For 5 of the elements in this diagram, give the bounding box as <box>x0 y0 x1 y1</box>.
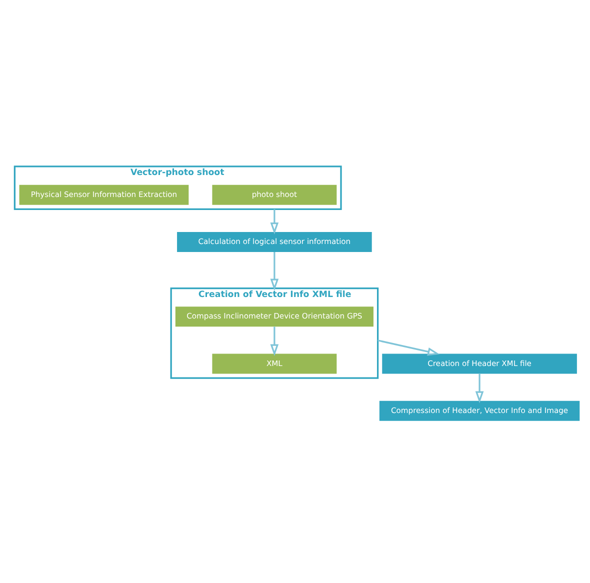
arrow <box>378 340 440 356</box>
arrow <box>270 252 279 291</box>
arrow <box>475 374 484 404</box>
arrow <box>270 209 279 234</box>
arrow <box>270 326 279 356</box>
